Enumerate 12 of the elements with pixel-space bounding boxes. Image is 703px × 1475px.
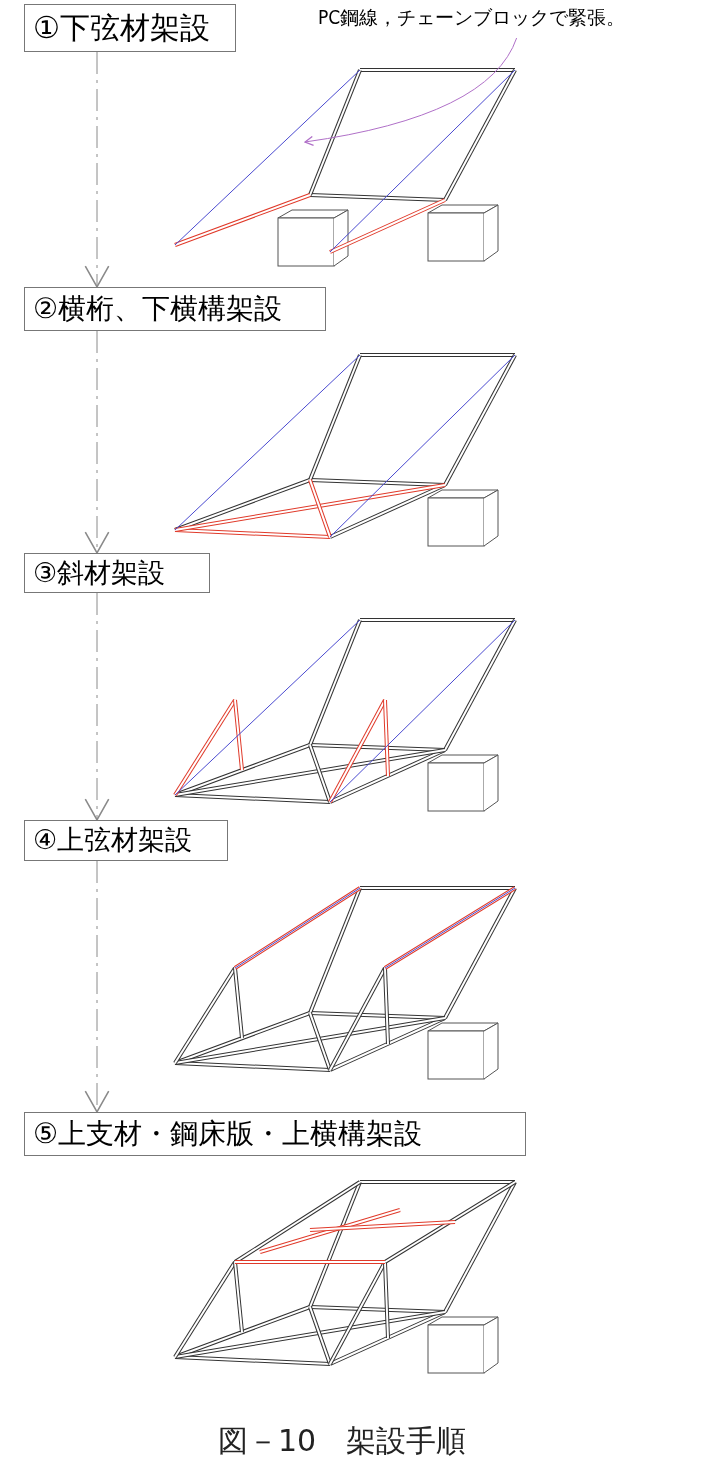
- step-label-box: ②横桁、下横構架設: [24, 287, 326, 331]
- leader-line: [304, 37, 518, 146]
- dashed-arrow: [84, 860, 110, 1113]
- dashed-arrow: [84, 592, 110, 821]
- step-label-box: ①下弦材架設: [24, 4, 236, 52]
- dashed-arrow: [84, 51, 110, 288]
- step-label-box: ③斜材架設: [24, 553, 210, 593]
- figure-caption: 図－10 架設手順: [218, 1422, 467, 1460]
- step-label-box: ④上弦材架設: [24, 820, 228, 861]
- step-label-box: ⑤上支材・鋼床版・上横構架設: [24, 1112, 526, 1156]
- annotation-text: PC鋼線，チェーンブロックで緊張。: [318, 6, 700, 36]
- dashed-arrow: [84, 330, 110, 554]
